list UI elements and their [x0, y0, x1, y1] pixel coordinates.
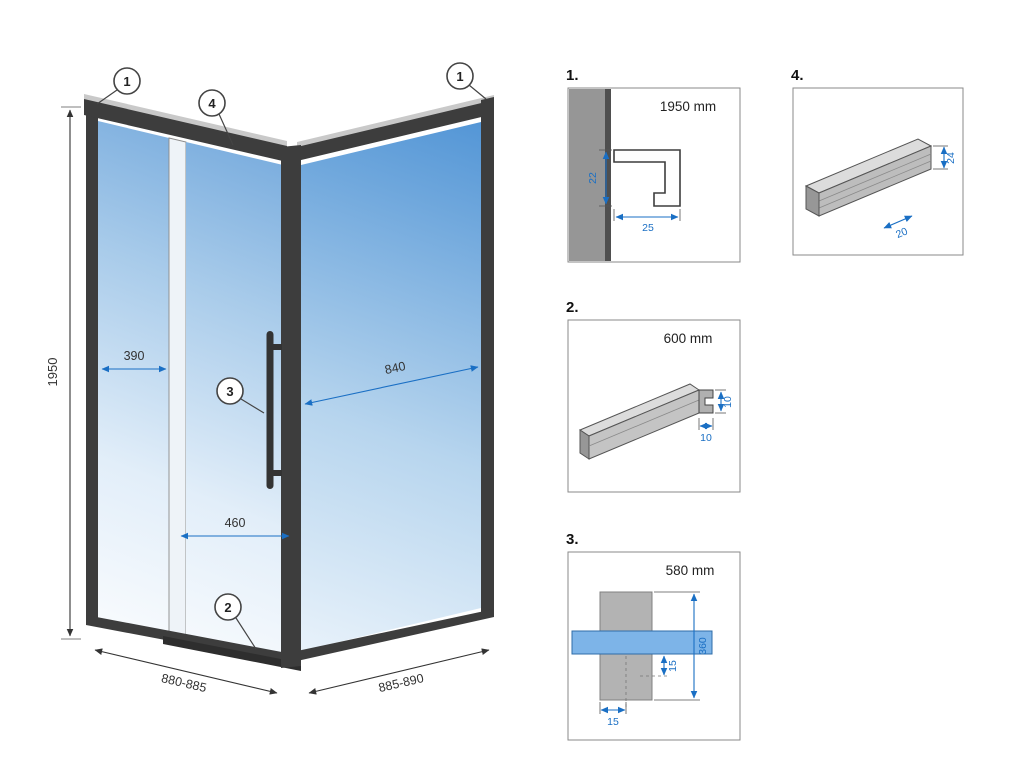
callout-bottom-rail-circle: [214, 593, 242, 621]
detail-2: 2. 600 mm 10 10: [566, 299, 741, 493]
detail-2-size-label: 600 mm: [664, 331, 713, 346]
side-wall: [297, 95, 494, 661]
side-glass-panel: [301, 122, 481, 651]
detail-1-width-dim-label: 25: [642, 222, 654, 234]
detail-1-size-label: 1950 mm: [660, 99, 716, 114]
callout-top-rail-number: 4: [208, 96, 216, 111]
callout-bottom-rail-number: 2: [224, 600, 231, 615]
detail-1-label: 1.: [566, 67, 579, 84]
detail-3-length-dim-label: 360: [697, 637, 709, 655]
detail-1: 1. 1950 mm 22 25: [566, 67, 741, 263]
side-top-rail-highlight: [297, 95, 494, 147]
corner-post: [281, 145, 301, 668]
front-width-dim-line: [94, 648, 278, 695]
detail-3-width-dim-label: 15: [607, 716, 619, 728]
detail-1-depth-dim-label: 22: [587, 172, 599, 184]
side-width-dim-line: [308, 648, 490, 695]
detail-3-size-label: 580 mm: [666, 563, 715, 578]
main-drawing: 1950 390 840 460 880-885 885-890 1 4: [45, 62, 494, 695]
callout-top-left-number: 1: [123, 74, 130, 89]
detail-2-channel-end-face: [579, 429, 590, 460]
handle-mount-top: [273, 344, 282, 350]
callout-bottom-rail-leader: [235, 617, 257, 650]
detail-2-channel-section: [698, 389, 714, 414]
callout-top-right-circle: [446, 62, 474, 90]
detail-4-width-dim-label: 20: [894, 225, 910, 241]
detail-3-glass-bar: [571, 630, 713, 655]
detail-2-width-dim-label: 10: [700, 432, 712, 444]
fixed-glass-panel: [98, 121, 169, 632]
detail-3: 3. 580 mm 360 15 15: [566, 531, 741, 741]
door-dim-label: 460: [225, 516, 246, 530]
callout-top-rail-circle: [198, 89, 226, 117]
front-left-post: [86, 103, 98, 621]
detail-3-label: 3.: [566, 531, 579, 548]
detail-4: 4. 24 20: [791, 67, 964, 256]
callout-top-right-number: 1: [456, 69, 463, 84]
detail-2-height-dim-label: 10: [722, 396, 734, 408]
callouts: 1 4 1 3 2: [96, 62, 487, 650]
handle-mount-bottom: [273, 470, 282, 476]
detail-4-rail-end-face: [805, 185, 820, 217]
callout-top-rail-leader: [218, 113, 234, 146]
height-dim-label: 1950: [45, 358, 60, 387]
side-panel-dim-line: [304, 365, 479, 406]
detail-4-groove-1: [818, 153, 932, 202]
detail-1-wall: [569, 89, 605, 261]
detail-4-width-dim-line: [883, 215, 913, 229]
detail-2-label: 2.: [566, 299, 579, 316]
callout-handle-circle: [216, 377, 244, 405]
door-handle: [266, 331, 282, 489]
fixed-panel-dim-label: 390: [124, 349, 145, 363]
handle-bar: [266, 331, 274, 489]
front-top-rail-highlight: [84, 94, 287, 146]
detail-2-groove: [588, 399, 700, 447]
detail-4-groove-2: [818, 160, 932, 209]
callout-top-right-leader: [468, 84, 487, 100]
callout-handle-number: 3: [226, 384, 233, 399]
detail-3-offset-dim-label: 15: [667, 660, 679, 672]
detail-4-label: 4.: [791, 67, 804, 84]
callout-handle-leader: [240, 398, 265, 414]
door-stile-divider: [168, 137, 187, 636]
side-end-post: [481, 97, 494, 619]
detail-4-height-dim-label: 24: [945, 152, 957, 164]
side-top-rail: [297, 99, 494, 161]
callout-top-left-circle: [113, 67, 141, 95]
detail-1-profile: [613, 149, 681, 207]
side-bottom-rail: [297, 609, 494, 661]
callout-top-left-leader: [96, 89, 118, 105]
side-panel-dim-label: 840: [384, 359, 407, 377]
front-top-rail: [84, 98, 287, 162]
